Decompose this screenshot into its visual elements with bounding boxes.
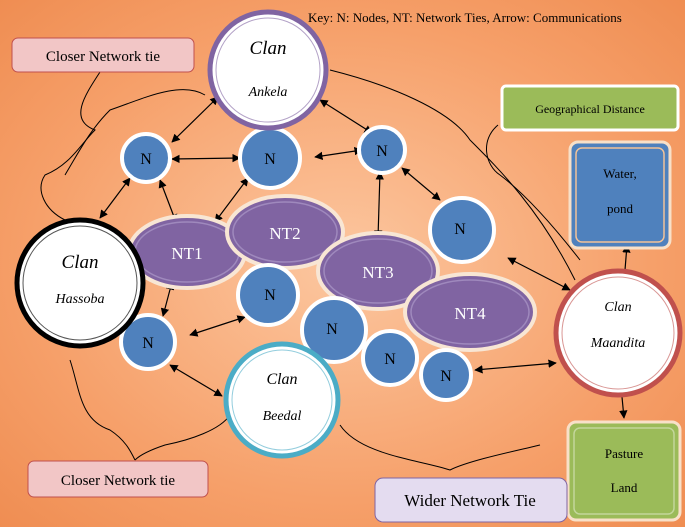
node-label: N (140, 151, 152, 168)
clan-ankela-word: Clan (250, 38, 287, 59)
network-tie-nt3: NT3 (316, 231, 440, 311)
arrow (474, 359, 557, 374)
wider-tie-curve (339, 424, 541, 471)
arrow (619, 396, 628, 419)
arrow (374, 171, 384, 239)
water-label-line2: pond (607, 201, 634, 216)
node (419, 348, 473, 402)
geographical-distance-box: Geographical Distance (500, 84, 680, 132)
clan-hassoba-word: Clan (62, 252, 99, 273)
beedal-hassoba-curve (134, 414, 231, 461)
arrow (171, 153, 241, 164)
node-label: N (454, 221, 466, 238)
node (361, 329, 419, 387)
network-boundaries (40, 69, 581, 471)
nt4-label: NT4 (454, 304, 486, 323)
node (119, 313, 177, 371)
key-legend: Key: N: Nodes, NT: Network Ties, Arrow: … (308, 10, 622, 25)
node (236, 263, 300, 327)
node (300, 296, 368, 364)
water-label-line1: Water, (603, 166, 636, 181)
clan-beedal-word: Clan (266, 371, 297, 388)
arrow (401, 167, 441, 201)
arrow (314, 146, 363, 161)
clan-ankela-name: Ankela (248, 85, 288, 100)
node (428, 196, 496, 264)
nt1-label: NT1 (171, 244, 202, 263)
ankela-hassoba-curve (64, 89, 206, 176)
arrow (171, 96, 219, 143)
arrow (214, 177, 249, 223)
wider-network-tie: Wider Network Tie (374, 477, 568, 523)
arrow (507, 257, 571, 291)
ankela-maandita-curve (329, 69, 576, 281)
pasture-label-line2: Land (611, 480, 638, 495)
nodes (119, 125, 496, 402)
clan-maandita-name: Maandita (590, 336, 645, 351)
geo-label: Geographical Distance (535, 102, 645, 116)
closer-network-tie-top: Closer Network tie (11, 37, 195, 73)
node (120, 132, 172, 184)
nt2-label: NT2 (269, 224, 300, 243)
node-label: N (376, 143, 388, 160)
geo-distance-curve (485, 124, 581, 261)
node-label: N (264, 151, 276, 168)
pasture-label-line1: Pasture (605, 446, 644, 461)
closer-bottom-label: Closer Network tie (61, 473, 175, 489)
clan-ankela: Clan Ankela (207, 9, 329, 131)
wider-label: Wider Network Tie (404, 491, 536, 510)
clan-hassoba: Clan Hassoba (14, 217, 146, 349)
node-labels: N N N N N N N N N (140, 143, 466, 385)
network-tie-nt2: NT2 (225, 194, 345, 270)
arrow (169, 364, 223, 397)
node-label: N (326, 321, 338, 338)
water-pond-box: Water, pond (568, 140, 672, 250)
network-tie-nt4: NT4 (403, 272, 537, 352)
clan-maandita: Clan Maandita (553, 268, 683, 398)
closer-tie-curve-bottom (69, 359, 136, 461)
node-label: N (142, 335, 154, 352)
node-label: N (384, 351, 396, 368)
pasture-land-box: Pasture Land (566, 420, 682, 522)
closer-network-tie-bottom: Closer Network tie (27, 460, 209, 498)
node-label: N (440, 368, 452, 385)
clan-maandita-word: Clan (604, 300, 631, 315)
clan-beedal-name: Beedal (263, 409, 302, 424)
nt3-label: NT3 (362, 263, 393, 282)
node (357, 125, 407, 175)
closer-tie-curve-top (40, 71, 101, 221)
arrow (99, 177, 131, 219)
arrow (319, 99, 373, 134)
clan-beedal: Clan Beedal (223, 341, 341, 459)
clan-hassoba-name: Hassoba (54, 292, 104, 307)
node-label: N (264, 287, 276, 304)
arrow (189, 315, 246, 337)
closer-top-label: Closer Network tie (46, 49, 160, 65)
